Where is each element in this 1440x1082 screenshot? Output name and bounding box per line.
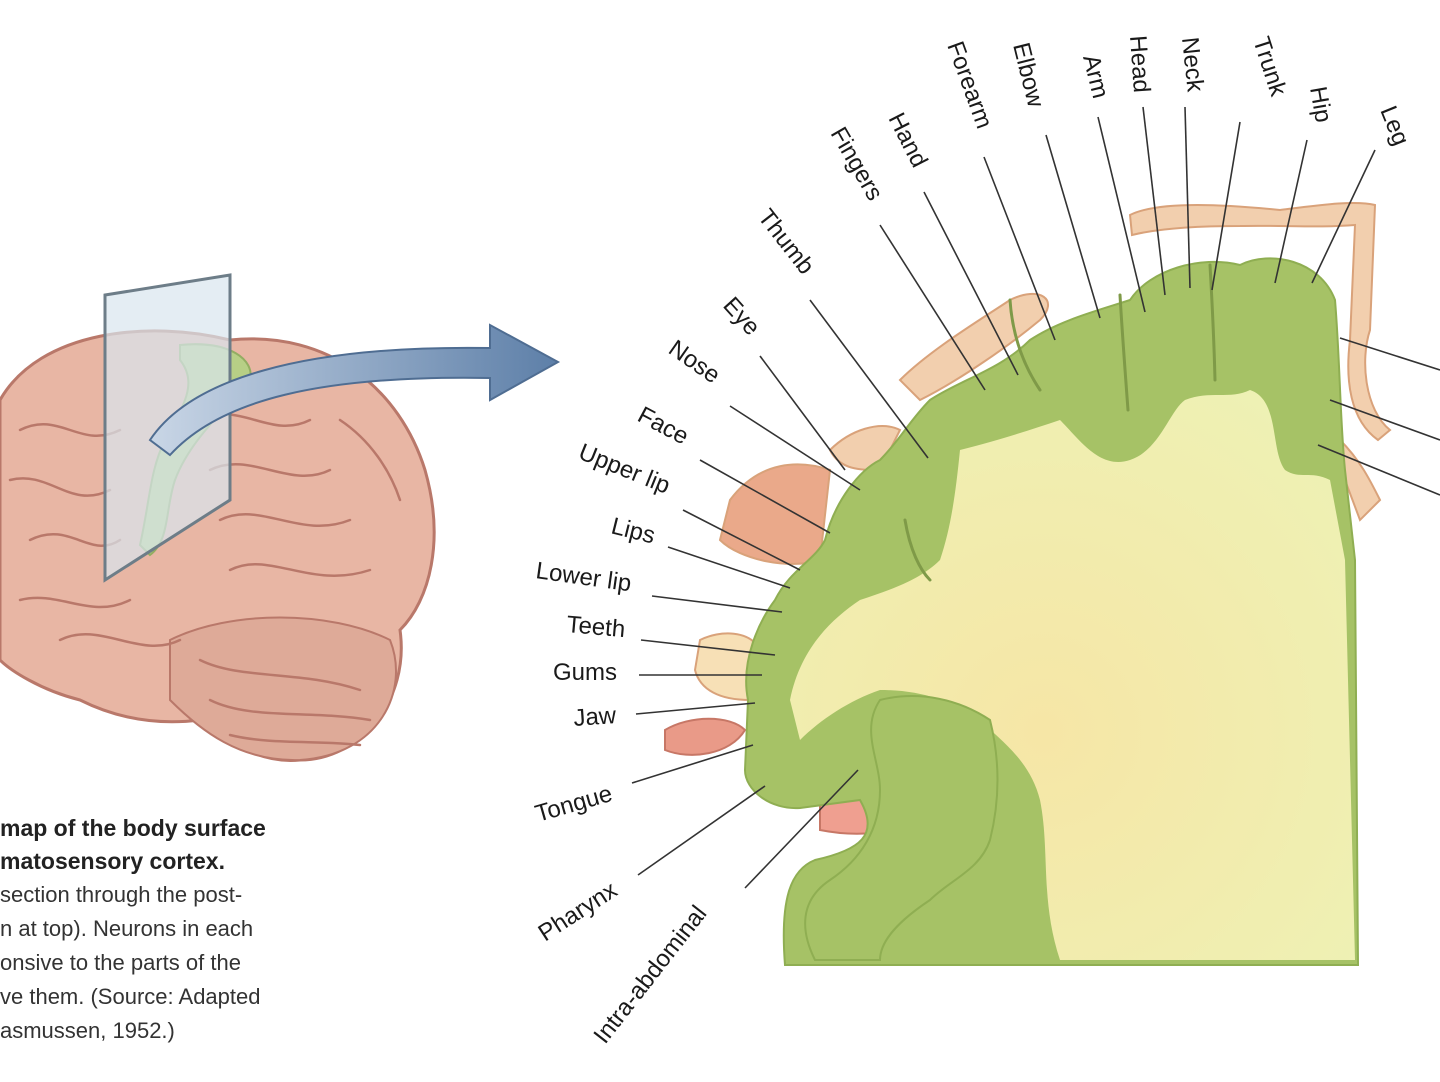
label-lower-lip: Lower lip — [534, 557, 633, 597]
label-elbow: Elbow — [1007, 40, 1049, 111]
label-head: Head — [1124, 35, 1155, 94]
label-lips: Lips — [609, 513, 658, 550]
label-upper-lip: Upper lip — [575, 439, 674, 500]
label-jaw: Jaw — [573, 702, 618, 732]
label-gums: Gums — [553, 659, 617, 686]
label-hand: Hand — [883, 108, 933, 171]
cortex-section — [743, 257, 1360, 966]
label-fingers: Fingers — [825, 123, 888, 206]
caption-title: map of the body surface matosensory cort… — [0, 815, 266, 874]
label-leg: Leg — [1374, 102, 1414, 149]
label-face: Face — [633, 401, 693, 450]
label-intra-abdominal: Intra-abdominal — [588, 901, 712, 1049]
label-nose: Nose — [664, 335, 725, 389]
brain-illustration — [0, 273, 561, 762]
label-teeth: Teeth — [565, 611, 626, 643]
label-neck: Neck — [1176, 36, 1209, 94]
label-trunk: Trunk — [1247, 34, 1292, 101]
label-forearm: Forearm — [941, 38, 997, 132]
label-tongue: Tongue — [532, 780, 615, 828]
leader-lines — [631, 106, 1440, 889]
label-eye: Eye — [718, 292, 766, 341]
pointer-arrow — [148, 323, 561, 457]
caption-body: section through the post- n at top). Neu… — [0, 882, 261, 1043]
label-thumb: Thumb — [752, 204, 819, 279]
label-hip: Hip — [1304, 84, 1337, 124]
label-pharynx: Pharynx — [534, 876, 623, 947]
label-arm: Arm — [1077, 52, 1114, 101]
figure-caption: map of the body surface matosensory cort… — [0, 812, 345, 1048]
